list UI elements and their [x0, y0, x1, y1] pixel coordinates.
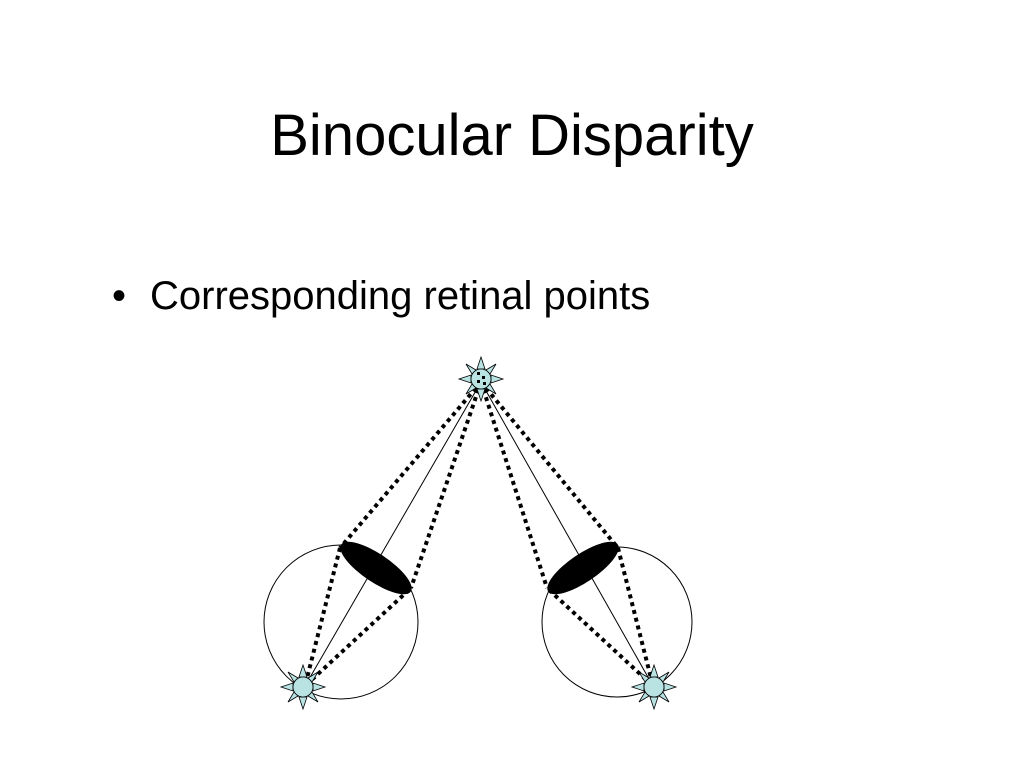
- right-dotted-rays: [479, 380, 657, 693]
- bullet-mark: •: [112, 274, 127, 318]
- fixation-star-icon: [457, 355, 505, 403]
- bullet-list: • Corresponding retinal points: [112, 268, 650, 324]
- right-retina-star-icon: [630, 663, 678, 711]
- left-lens: [340, 541, 412, 595]
- left-retina-star-icon: [279, 663, 327, 711]
- right-central-ray: [480, 381, 654, 687]
- slide-title: Binocular Disparity: [270, 103, 754, 168]
- left-central-ray: [304, 381, 482, 687]
- bullet-text: Corresponding retinal points: [150, 274, 651, 318]
- right-lens: [547, 541, 619, 595]
- bullet-item: • Corresponding retinal points: [112, 268, 650, 324]
